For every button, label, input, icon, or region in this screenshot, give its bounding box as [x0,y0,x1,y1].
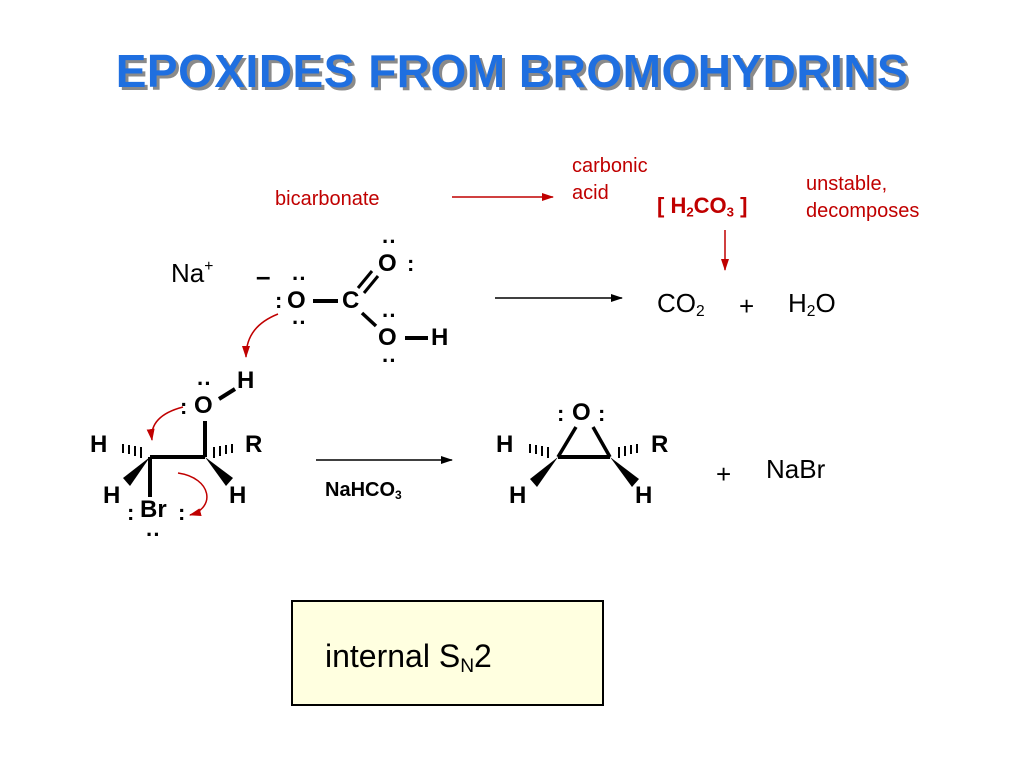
lone-pair-o-minus-bottom: ·· [292,310,307,335]
product-h2o: H2O [788,288,836,320]
epoxide-r: R [651,431,669,458]
epoxide-h-left: H [496,431,514,458]
epoxide-bond-left-o [556,426,578,458]
label-carbonic: carbonic [572,155,648,177]
epoxide-h-bottom-right: H [635,482,653,509]
sn2-box: internal SN2 [291,600,604,706]
lone-pair-br-left: : [127,500,135,525]
bromohydrin-h-bottom-right: H [229,482,247,509]
epoxide-wedge-left-h [530,457,558,487]
lone-pair-o-h-top: ·· [382,303,397,328]
bromohydrin-br: Br [140,496,167,523]
label-acid: acid [572,182,609,204]
epoxide-wedge-right-h [610,457,639,487]
bromohydrin-oxygen: O [194,392,213,419]
bond-o-h-hydrin [217,387,237,401]
curved-arrow-o-to-carbon [146,406,184,441]
bicarb-carbon: C [342,287,360,314]
page-title: EPOXIDES FROM BROMOHYDRINS [115,45,909,97]
wedge-bond-right-h [205,457,233,486]
bromohydrin-h-bottom-left: H [103,482,121,509]
wedge-bond-left-h [123,457,150,486]
bicarb-o-minus: O [287,287,306,314]
lone-pair-o-double-top: ·· [382,229,397,254]
epoxide-hash-left-h [529,444,549,458]
lone-pair-o-minus-left: : [275,288,283,313]
bromohydrin-h-left: H [90,431,108,458]
reagent-nahco3: NaHCO3 [325,479,402,502]
bicarb-o-double: O [378,250,397,277]
product-co2: CO2 [657,288,705,320]
carbonic-acid-formula: [ H2CO3 ] [657,193,748,220]
product-nabr: NaBr [766,454,826,484]
lone-pair-epoxide-right: : [598,401,606,426]
lone-pair-br-bottom: ·· [146,522,161,547]
bond-c-o-double-b [362,275,380,294]
sn2-label: internal SN2 [325,638,492,677]
lone-pair-oh-top: ·· [197,371,212,396]
bromohydrin-oh-h: H [237,367,255,394]
lone-pair-br-right: : [178,500,186,525]
epoxide-oxygen: O [572,399,591,426]
epoxide-hash-right-r [618,444,638,458]
lone-pair-o-double-right: : [407,251,415,276]
negative-charge: – [256,261,271,291]
epoxide-h-bottom-left: H [509,482,527,509]
label-bicarbonate: bicarbonate [275,188,380,210]
sodium-ion: Na+ [171,257,214,288]
bond-c-o-single [360,311,378,328]
curved-arrow-c-br-leaving [177,472,208,516]
bicarb-o-h: O [378,324,397,351]
bromohydrin-r: R [245,431,263,458]
bicarb-h: H [431,324,449,351]
hash-bond-right-r [213,444,233,458]
plus-top: + [739,291,755,321]
lone-pair-o-minus-top: ·· [292,266,307,291]
epoxide-bond-right-o [591,426,612,458]
plus-bottom: + [716,459,732,489]
label-unstable: unstable, [806,173,888,195]
curved-arrow-base-attack [242,313,279,358]
lone-pair-epoxide-left: : [557,401,565,426]
bond-c-o-double-a [356,270,374,289]
lone-pair-o-h-bottom: ·· [382,348,397,373]
lone-pair-oh-left: : [180,394,188,419]
label-decomposes: decomposes [806,200,920,222]
hash-bond-left-h [122,444,142,458]
